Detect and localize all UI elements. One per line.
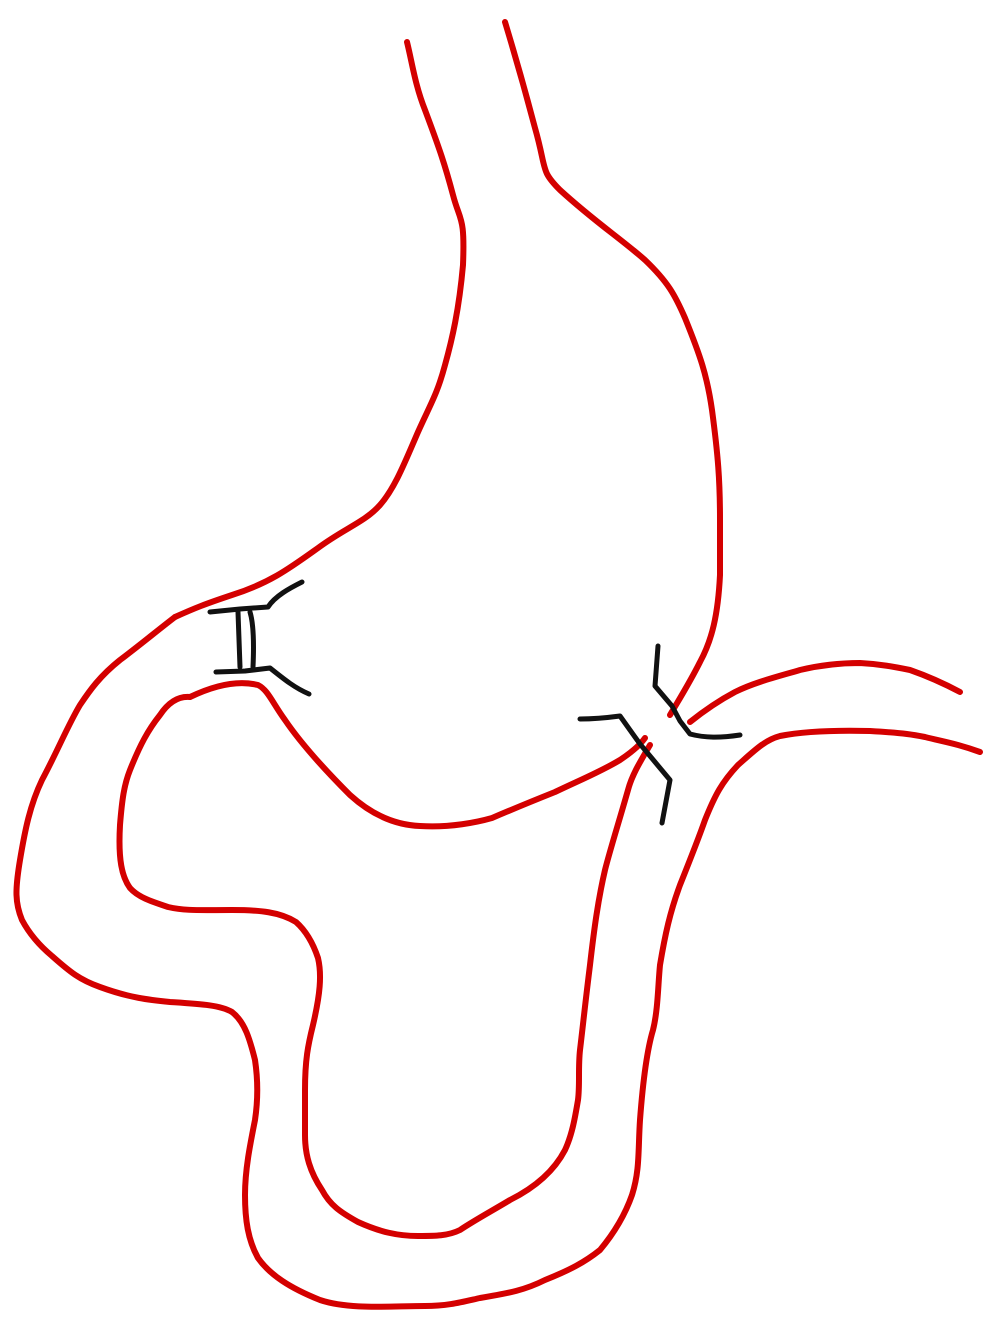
right-clip-bottom-stem xyxy=(577,713,673,826)
stomach-greater-curve-outline xyxy=(502,19,723,718)
stomach-lower-outline xyxy=(187,680,648,830)
left-clip-top-bar xyxy=(207,579,305,615)
jejunum-upper-outline xyxy=(687,660,963,725)
anastomosis-clip-left xyxy=(207,579,312,697)
anastomosis-clip-right xyxy=(577,643,743,826)
stomach-lesser-curve-outline xyxy=(172,39,467,620)
duodenum-outer-outline xyxy=(13,614,983,1310)
left-clip-bottom-bar xyxy=(213,665,312,697)
organ-outlines xyxy=(13,19,983,1310)
left-clip-post-a xyxy=(235,609,243,670)
duodenum-inner-outline xyxy=(116,693,653,1239)
left-clip-post-b xyxy=(247,609,257,670)
right-clip-top-stem xyxy=(652,643,743,740)
